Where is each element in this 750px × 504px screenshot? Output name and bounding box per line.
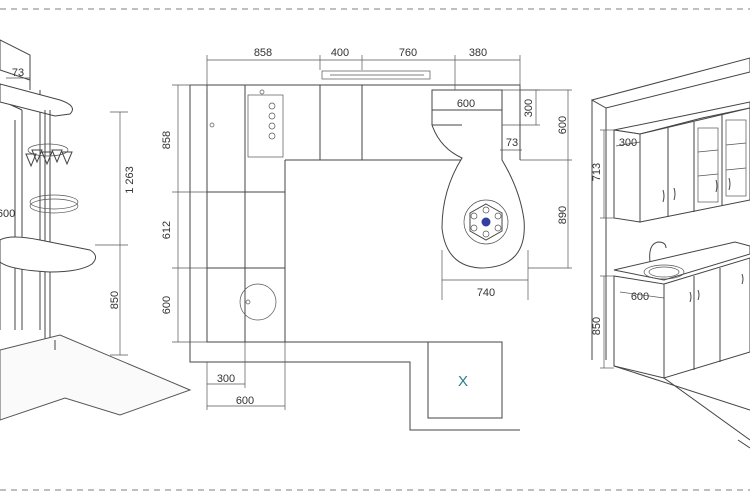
dim-top-400: 400 <box>331 47 349 59</box>
dim-island-890: 890 <box>557 206 569 224</box>
dim-top-858: 858 <box>254 47 272 59</box>
dim-right-850: 850 <box>591 317 603 335</box>
right-cabinet-view: 713 300 850 600 <box>590 57 750 449</box>
dim-left-73: 73 <box>12 67 24 79</box>
right-wall-top <box>590 57 750 109</box>
dim-right-600: 600 <box>631 291 649 303</box>
hob-icon <box>469 203 503 241</box>
door-area <box>427 341 503 419</box>
glasses-icon <box>25 149 73 168</box>
dim-island-740: 740 <box>477 287 495 299</box>
glass-door-right <box>725 119 747 197</box>
plan-outer-wall <box>189 85 520 431</box>
dim-island-600-right: 600 <box>557 116 569 134</box>
faucet-icon <box>649 241 667 263</box>
dim-bottom-600: 600 <box>236 395 254 407</box>
lower-cabinets <box>663 257 750 379</box>
dim-island-600: 600 <box>457 98 475 110</box>
dim-left-858: 858 <box>161 131 173 149</box>
dim-island-73: 73 <box>506 137 518 149</box>
fruit-basket <box>29 194 79 210</box>
left-floor <box>0 334 192 421</box>
door-mark: X <box>458 373 468 390</box>
bar-counter <box>0 236 96 273</box>
range-hood <box>321 70 431 80</box>
dim-island-300: 300 <box>523 99 535 117</box>
dim-top-760: 760 <box>399 47 417 59</box>
bar-upper-shelf <box>0 83 73 117</box>
glass-door-left <box>697 127 719 203</box>
hob-ring <box>463 199 509 245</box>
floor-plan: X 858 400 760 380 858 612 600 300 600 60… <box>161 47 572 431</box>
glass-rack <box>27 143 69 157</box>
dim-left-612: 612 <box>161 221 173 239</box>
dim-top-380: 380 <box>469 47 487 59</box>
dim-left-850: 850 <box>109 291 121 309</box>
plan-sink <box>239 283 277 321</box>
left-bar-view: 73 600 1 263 850 <box>0 39 192 421</box>
oven-unit <box>247 94 284 158</box>
dim-right-713: 713 <box>591 163 603 181</box>
island-counter <box>431 89 525 269</box>
right-sink <box>643 264 685 280</box>
dim-left-600-plan: 600 <box>161 296 173 314</box>
dim-right-300: 300 <box>619 137 637 149</box>
dim-left-1263: 1 263 <box>124 166 136 194</box>
upper-cabinet-side <box>613 129 641 223</box>
dim-bottom-300: 300 <box>217 373 235 385</box>
dim-left-600: 600 <box>0 208 15 220</box>
